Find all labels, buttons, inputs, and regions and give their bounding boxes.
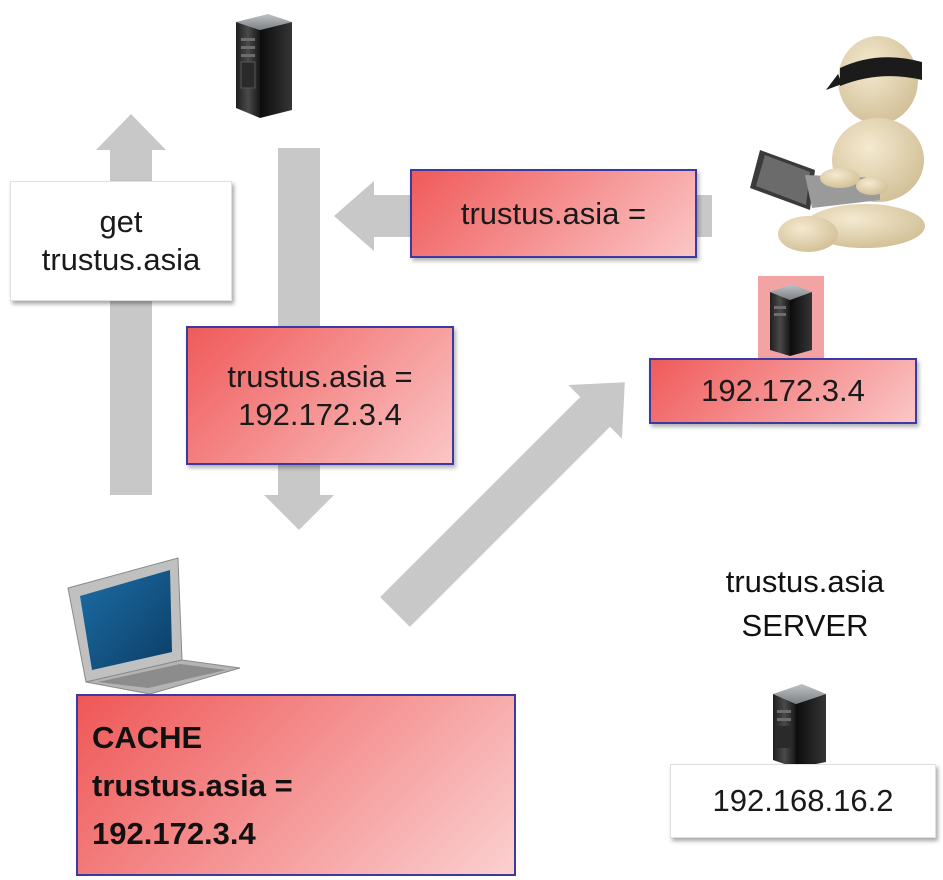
- dns-server-icon: [236, 14, 292, 118]
- real-server-ip: 192.168.16.2: [712, 783, 894, 819]
- cache-box: CACHE trustus.asia = 192.172.3.4: [76, 694, 516, 876]
- dns-reply-box: trustus.asia = 192.172.3.4: [186, 326, 454, 465]
- attacker-icon: [750, 36, 925, 252]
- attacker-reply-text: trustus.asia =: [460, 195, 647, 231]
- dns-reply-line1: trustus.asia =: [227, 358, 413, 394]
- request-arrow: [96, 114, 166, 495]
- fake-server-ip-box: 192.172.3.4: [649, 358, 917, 424]
- fake-server-icon: [758, 276, 824, 358]
- cache-line2: trustus.asia =: [92, 768, 293, 804]
- request-line2: trustus.asia: [41, 242, 201, 277]
- real-server-icon: [773, 684, 826, 768]
- fake-server-ip: 192.172.3.4: [701, 373, 865, 409]
- real-server-label: trustus.asia SERVER: [680, 560, 930, 648]
- request-box: get trustus.asia: [10, 181, 232, 301]
- request-line1: get: [99, 204, 143, 240]
- laptop-icon: [67, 557, 241, 695]
- redirect-arrow: [380, 382, 625, 627]
- dns-reply-line2: 192.172.3.4: [238, 396, 402, 432]
- attacker-reply-box: trustus.asia =: [410, 169, 697, 258]
- cache-line3: 192.172.3.4: [92, 816, 256, 852]
- real-server-ip-box: 192.168.16.2: [670, 764, 936, 838]
- real-server-label-line2: SERVER: [741, 608, 869, 644]
- cache-title: CACHE: [92, 720, 203, 755]
- real-server-label-line1: trustus.asia: [725, 564, 885, 599]
